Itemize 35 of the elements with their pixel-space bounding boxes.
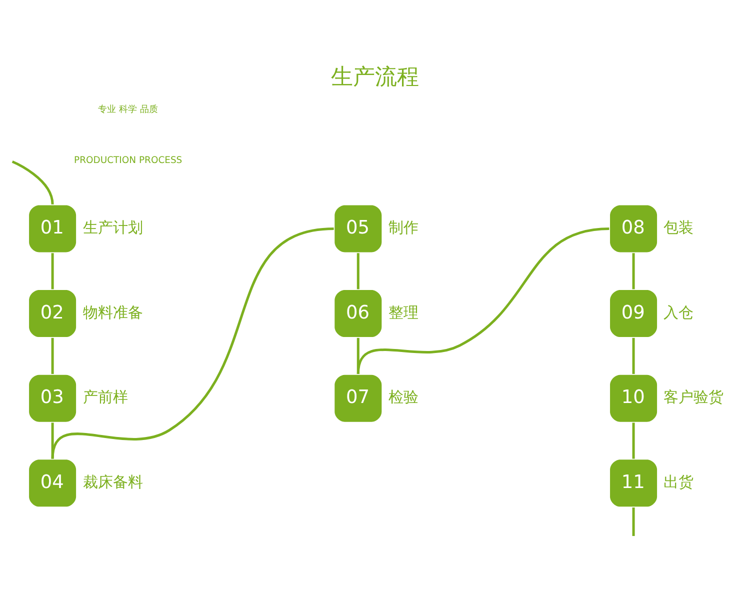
node-box: 10 [610,374,658,422]
node-box: 07 [334,374,382,422]
node-label: 物料准备 [82,303,143,322]
node-box: 03 [29,374,76,422]
node-label: 检验 [388,388,418,406]
connector [632,338,635,374]
node-box: 11 [610,460,658,507]
label: 专业 科学 品质 [98,104,158,115]
connector [632,422,635,459]
node-label: 裁床备料 [82,472,143,491]
node-label: 制作 [388,218,418,236]
node-box: 09 [610,290,658,338]
connector [12,160,54,205]
node-box: 05 [334,205,382,252]
node-label: 包装 [664,218,694,236]
diagram-title: 生产流程 [331,65,419,90]
label: PRODUCTION PROCESS [74,155,182,166]
node-box: 08 [610,205,658,252]
node-box: 06 [334,290,382,338]
connector [51,228,334,459]
connector [632,253,635,290]
connector [356,253,360,290]
node-label: 客户验货 [664,388,724,406]
node-label: 出货 [664,472,694,491]
node-label: 整理 [388,303,418,322]
connector [51,338,54,374]
node-label: 生产计划 [82,218,143,236]
node-box: 04 [29,460,76,507]
node-box: 01 [29,205,76,252]
connector [632,508,635,536]
connector [356,228,610,374]
node-label: 入仓 [664,303,694,322]
connector [51,253,54,290]
node-label: 产前样 [82,388,128,406]
node-box: 02 [29,290,76,338]
